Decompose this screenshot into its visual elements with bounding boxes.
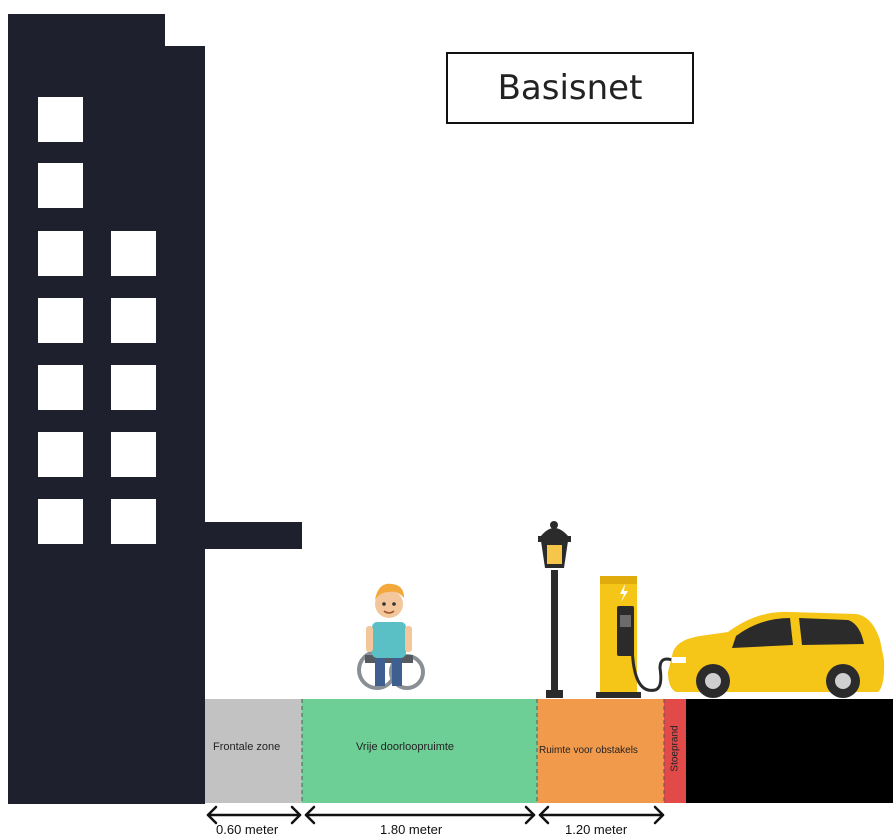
wheelchair-user-icon (359, 584, 423, 688)
title-box: Basisnet (446, 52, 694, 124)
zone-label-stoeprand: Stoeprand (670, 724, 681, 774)
car-icon (668, 612, 884, 698)
dimension-label-frontale: 0.60 meter (216, 822, 278, 837)
zone-label-vrije-doorloop: Vrije doorloopruimte (356, 741, 454, 753)
dimension-arrows (208, 807, 663, 823)
dimension-label-vrije-doorloop: 1.80 meter (380, 822, 442, 837)
diagram-title: Basisnet (498, 68, 643, 108)
zone-label-frontale: Frontale zone (213, 741, 280, 753)
building (8, 14, 302, 804)
dimension-label-obstakels: 1.20 meter (565, 822, 627, 837)
ev-charger-icon (596, 576, 672, 698)
road (686, 699, 893, 803)
awning (200, 522, 302, 549)
zone-label-obstakels: Ruimte voor obstakels (539, 745, 638, 756)
street-lamp-icon (538, 521, 571, 698)
